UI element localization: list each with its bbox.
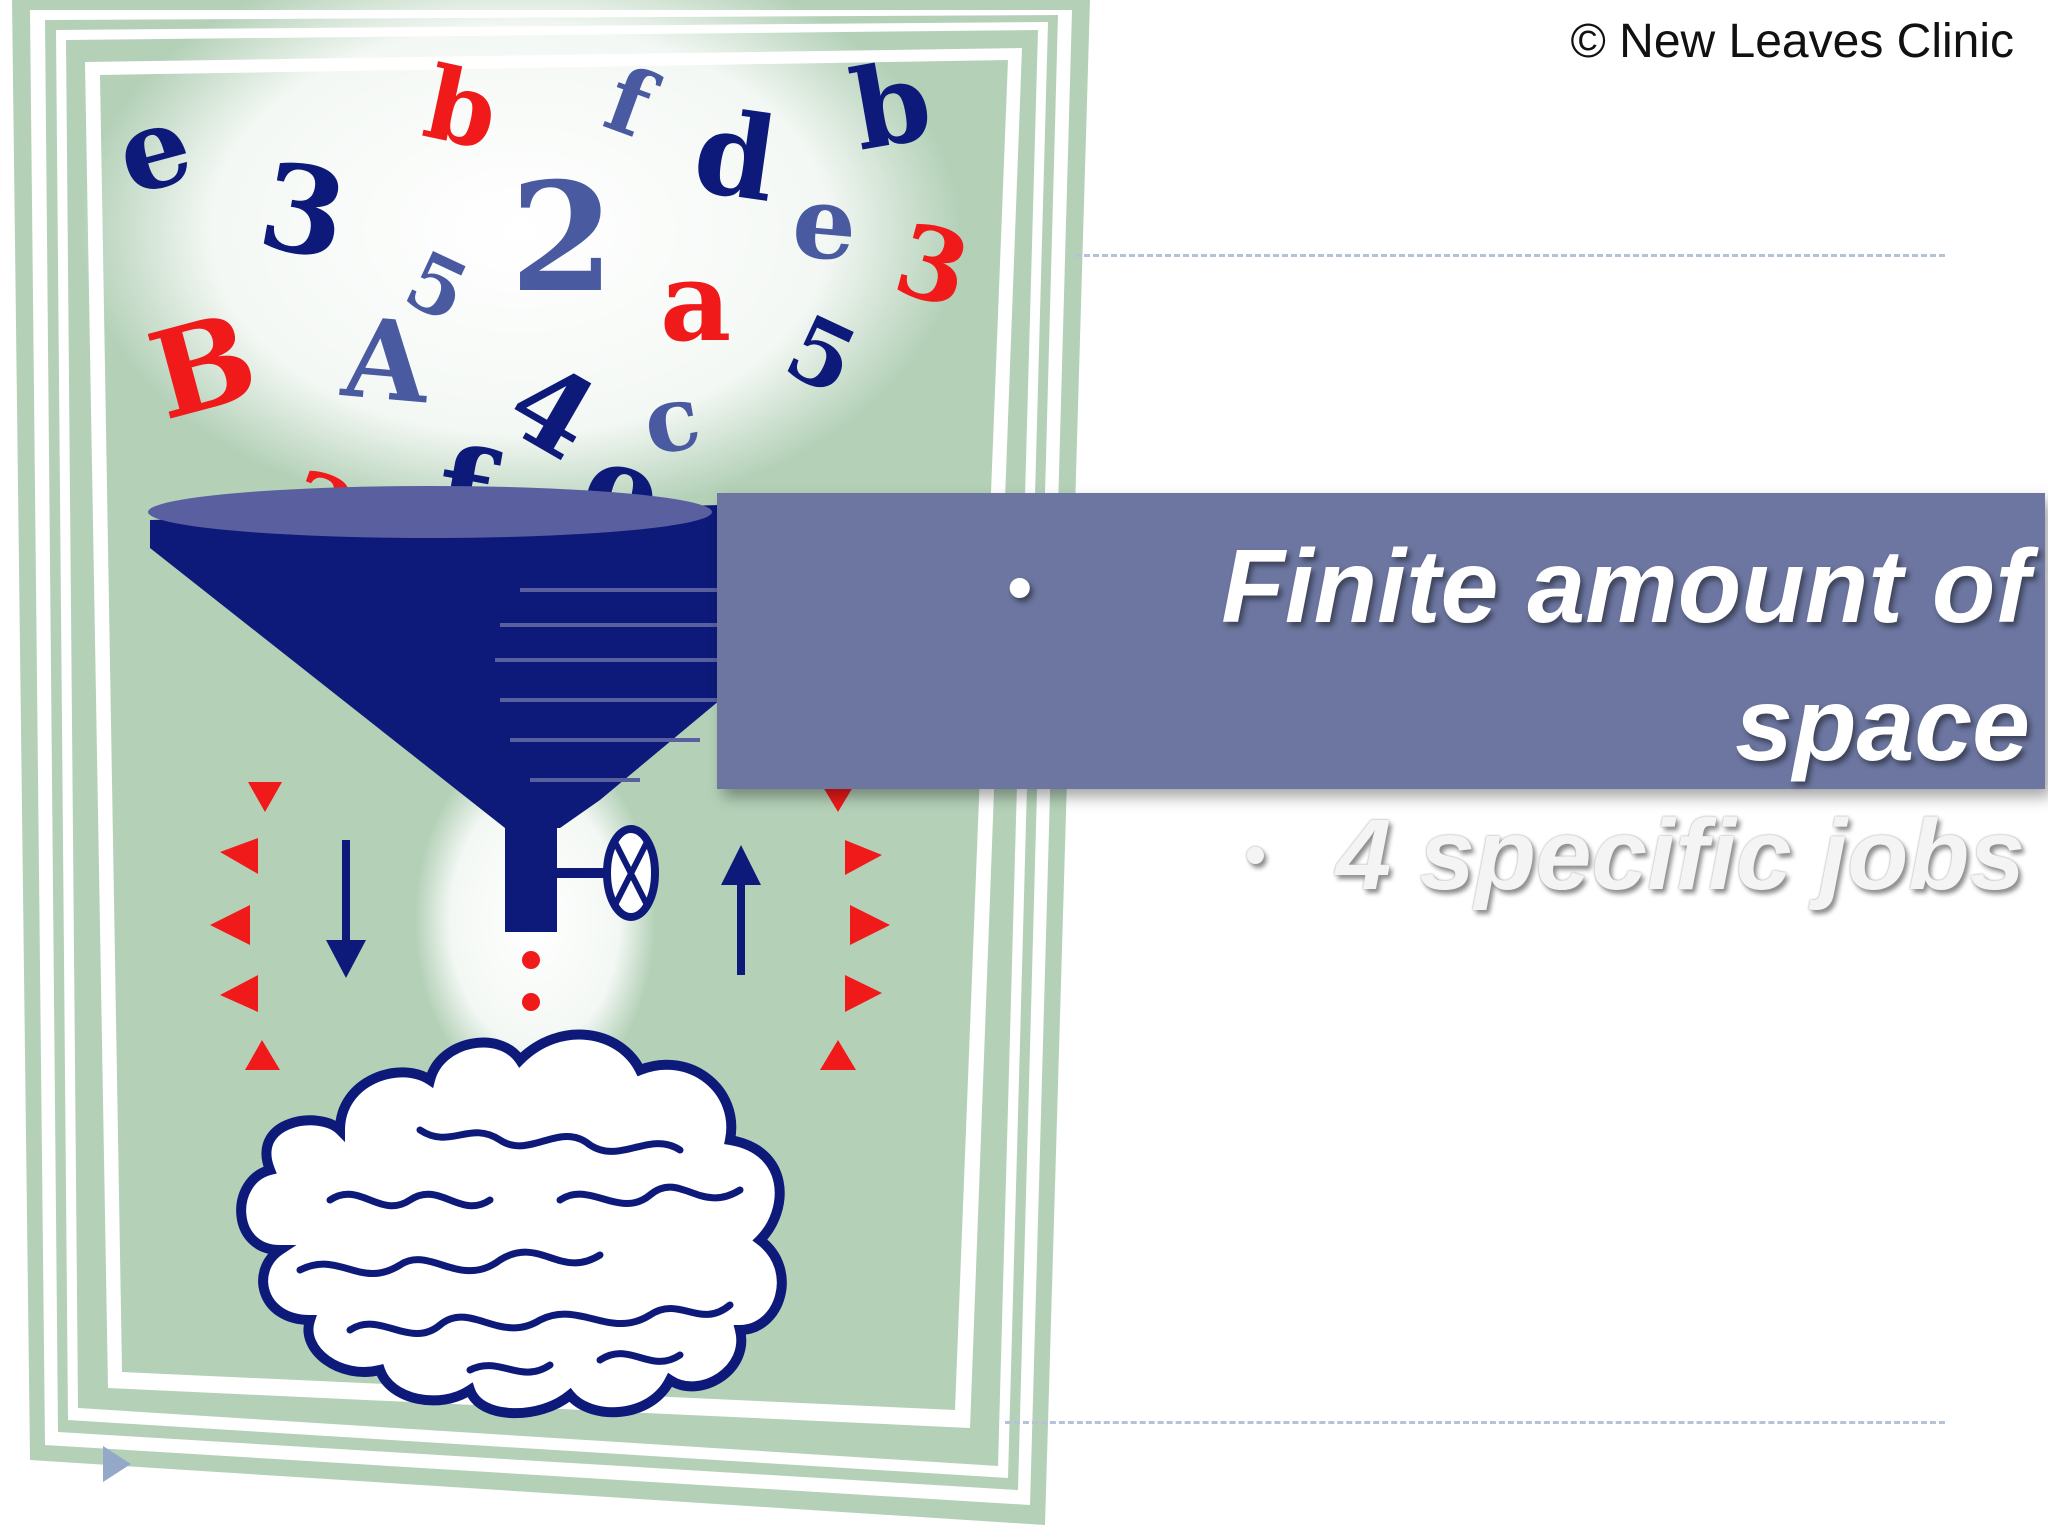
- bullet-marker: •: [1244, 821, 1266, 888]
- letters-glow: [80, 0, 960, 520]
- bullet-finite-space: • Finite amount of space: [760, 518, 2030, 794]
- play-triangle-icon[interactable]: [103, 1446, 131, 1482]
- brain-icon: [236, 1029, 787, 1419]
- copyright-notice: © New Leaves Clinic: [1570, 15, 2014, 68]
- down-arrow-icon: [326, 840, 366, 978]
- funnel: [148, 486, 720, 932]
- bullet-specific-jobs: • 4 specific jobs: [1100, 790, 2025, 920]
- up-arrow-icon: [721, 845, 761, 975]
- floating-letter: d: [686, 84, 784, 229]
- divider-top: [1075, 254, 1945, 257]
- bullet-text: Finite amount of space: [1221, 529, 2030, 783]
- drop: [522, 993, 540, 1011]
- floating-letter: a: [660, 237, 731, 366]
- valve-wheel-icon: [603, 825, 659, 921]
- divider-bottom: [1005, 1421, 1945, 1424]
- pressure-markers-left: [210, 782, 282, 1070]
- floating-letter: 2: [510, 150, 614, 326]
- bullet-text: 4 specific jobs: [1335, 799, 2025, 911]
- floating-letter: A: [337, 292, 436, 428]
- bullet-marker: •: [1007, 548, 1032, 626]
- floating-letter: e: [788, 161, 862, 284]
- drop: [522, 951, 540, 969]
- highlight-banner: [717, 493, 2045, 789]
- pressure-markers-right: [820, 782, 890, 1070]
- funnel-brain-clipart: e3bfdb52e3aBA45cafe: [12, 0, 1090, 1525]
